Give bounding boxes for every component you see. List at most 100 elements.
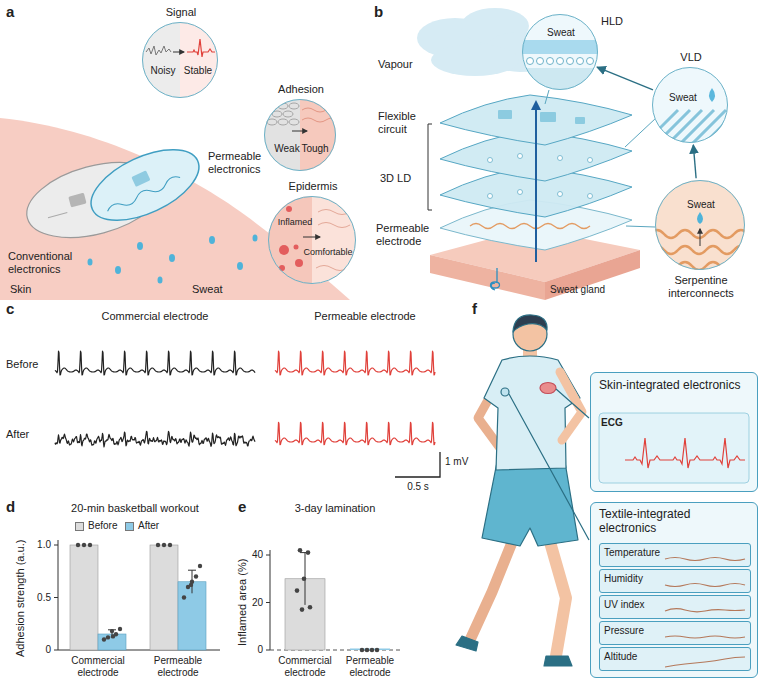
axis-title: Inflamed area (%) [236, 537, 249, 667]
bar-chart [300, 607, 305, 612]
scale-label: 0.5 s [398, 481, 438, 493]
adhesion-inset [272, 111, 282, 117]
node-heading: Pressure [604, 625, 644, 637]
panel-letter: b [374, 3, 383, 20]
vld-inset [638, 67, 738, 150]
panel-fill [590, 372, 758, 678]
runner-illustration [548, 535, 566, 656]
legend-swatch [125, 522, 134, 531]
callout-circle: SignalNoisyStable [142, 22, 218, 98]
adhesion-inset [278, 103, 288, 109]
column-title: Commercial electrode [80, 310, 230, 323]
axis-title: Adhesion strength (a.u.) [14, 523, 27, 673]
bar-chart [102, 637, 106, 641]
tick-label: 40 [243, 549, 263, 561]
runner-illustration [544, 656, 572, 666]
panel-fill [599, 621, 751, 645]
hld-inset [537, 58, 544, 65]
node-text: Sweat [666, 92, 700, 104]
panel-fill [625, 438, 745, 468]
ecg-trace [55, 351, 255, 375]
node-text: Noisy [146, 65, 180, 77]
signal-inset [142, 22, 180, 98]
node-heading: Epidermis [268, 180, 358, 193]
vld-inset [638, 110, 738, 150]
bar-chart [295, 548, 380, 652]
runner-illustration [560, 372, 582, 440]
scale-label: 1 mV [445, 456, 468, 468]
adhesion-inset [283, 111, 293, 117]
node-text: Weak [272, 143, 302, 155]
flow-connector [693, 145, 696, 178]
legend-text: After [138, 520, 159, 532]
runner-illustration [456, 315, 589, 666]
bar-chart [266, 550, 270, 650]
pore [588, 194, 593, 199]
bar-chart [54, 540, 220, 650]
bar-chart [111, 634, 115, 638]
sweat-droplet [237, 262, 243, 270]
epidermis-inset [286, 206, 292, 212]
bar-chart [306, 550, 311, 555]
axis-category: Permeable electrode [142, 655, 214, 678]
sweat-droplet [158, 277, 163, 284]
epidermis-inset [279, 206, 303, 271]
signal-inset [180, 22, 218, 98]
leader-line [625, 118, 656, 147]
hld-inset [522, 40, 598, 54]
chart-title: 20-min basketball workout [35, 502, 235, 515]
annotation: Conventional electronics [8, 250, 88, 275]
bar-chart [76, 543, 202, 642]
signal-inset [142, 22, 218, 98]
sensor-row: Humidity [599, 569, 751, 593]
annotation: Sweat gland [550, 284, 605, 296]
axis-category: Permeable electrode [339, 655, 401, 678]
info-box: Textile-integrated electronicsTemperatur… [590, 502, 758, 678]
info-box: Skin-integrated electronicsECG [590, 372, 758, 492]
sweat-droplet [88, 235, 258, 284]
node-text: Inflamed [275, 217, 315, 227]
bar-chart [118, 627, 122, 631]
node-heading: Humidity [604, 573, 643, 585]
signal-inset [187, 39, 215, 57]
bar-chart [162, 543, 166, 547]
annotation: Sweat [192, 283, 223, 296]
scale-bar [395, 452, 440, 477]
bar-chart [110, 629, 114, 633]
skin-illustration [0, 118, 350, 300]
annotation: Flexible circuit [378, 110, 426, 135]
node-heading: Adhesion [261, 83, 341, 96]
adhesion-inset [300, 99, 336, 171]
pore [558, 192, 563, 197]
sweat-droplet [137, 242, 143, 250]
epidermis-inset [268, 196, 356, 284]
sensor-row: Pressure [599, 621, 751, 645]
sensor-trace [665, 609, 745, 612]
tick-label: 20 [243, 597, 263, 609]
panel-fill [590, 372, 758, 492]
sweat-droplet [115, 266, 121, 274]
bar-chart [360, 648, 365, 653]
bar-chart [106, 635, 110, 639]
axis-category: Commercial electrode [62, 655, 134, 678]
sensor-row: UV index [599, 595, 751, 619]
tick-label: 0 [243, 644, 263, 656]
node-heading: Temperature [604, 547, 660, 559]
adhesion-inset [267, 119, 277, 125]
panel-fill [599, 595, 751, 619]
adhesion-inset [289, 103, 299, 109]
sensor-trace [665, 636, 745, 638]
runner-illustration [456, 636, 478, 651]
pore [518, 154, 523, 159]
node-text: ECG [601, 417, 623, 429]
pore [488, 194, 493, 199]
node-heading: Serpentine interconnects [651, 274, 751, 299]
pore [588, 158, 593, 163]
permeable-device [131, 170, 150, 187]
panel-letter: c [6, 300, 14, 317]
annotation: Skin [10, 283, 31, 296]
node-heading: Skin-integrated electronics [599, 379, 749, 393]
sweat-droplet [88, 259, 93, 266]
adhesion-inset [267, 103, 299, 125]
bar-chart [168, 543, 172, 547]
